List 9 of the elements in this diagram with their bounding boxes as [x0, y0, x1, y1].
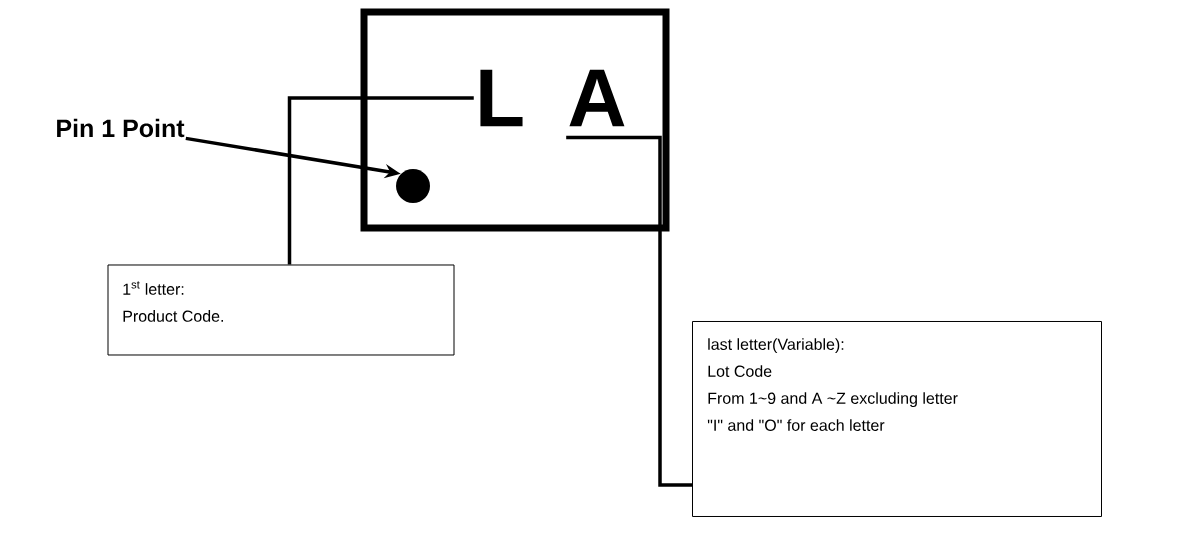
callout-label: Pin 1 Point	[57, 118, 185, 138]
pin-one-dot	[396, 169, 430, 203]
package-outline	[360, 8, 670, 232]
marking-letter: A	[569, 69, 625, 127]
leader-line	[287, 96, 474, 265]
description-box: 1$^{st}$ letter: Product Code.	[107, 264, 455, 356]
leader-line	[566, 135, 692, 487]
marking-letter: L	[480, 69, 523, 127]
description-box: last letter(Variable): Lot Code From 1~9 and A ~Z excluding letter "I" and "O" for each letter	[692, 321, 1102, 517]
